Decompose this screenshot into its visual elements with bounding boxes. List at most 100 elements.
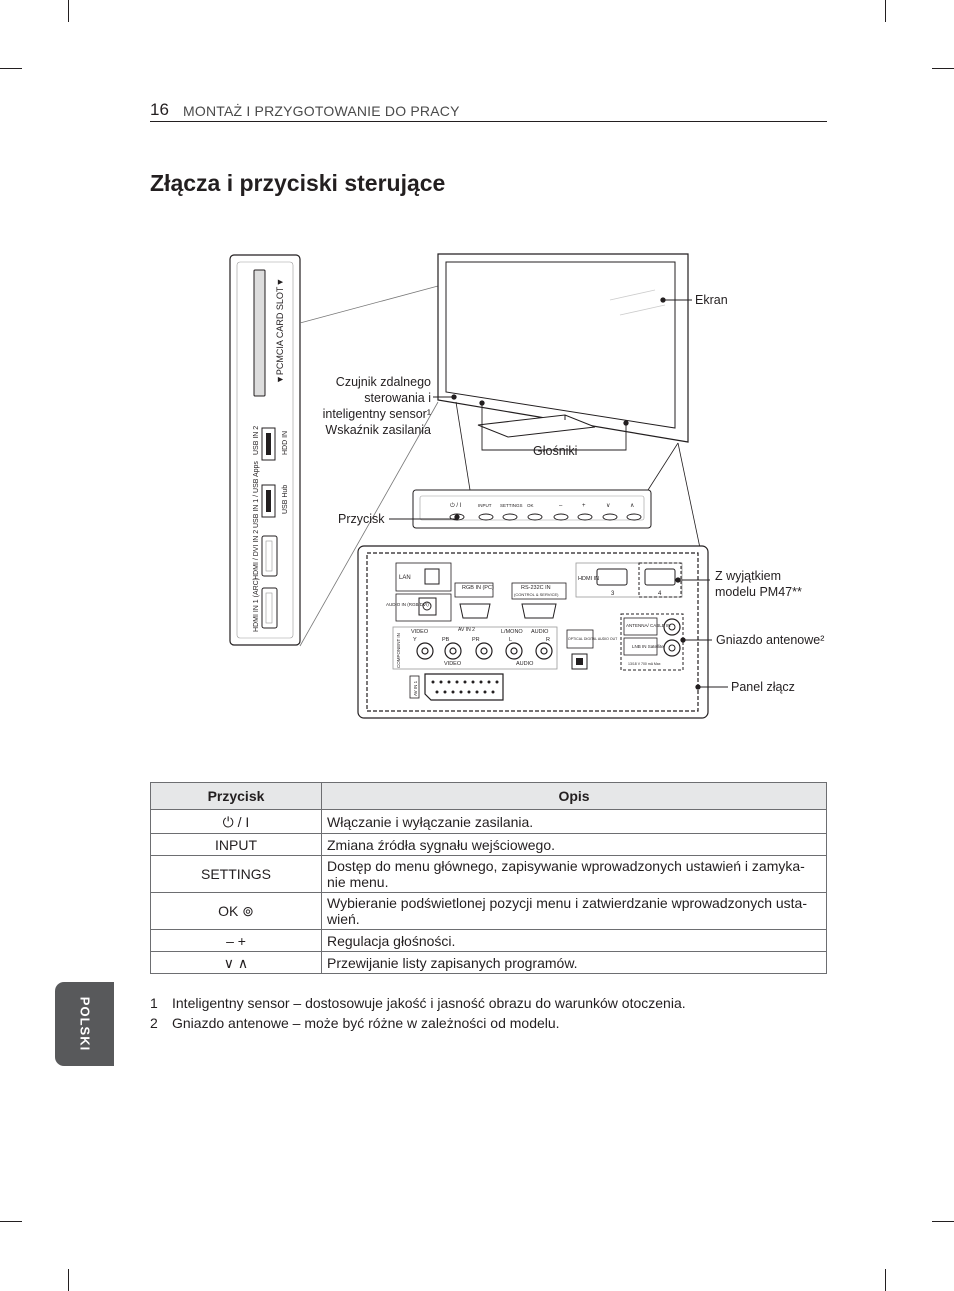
settings-button-label: SETTINGS (500, 503, 523, 508)
except-label-line: Z wyjątkiem (715, 569, 781, 583)
up-button-label: ∧ (630, 503, 634, 509)
connector-panel-label: Panel złącz (731, 680, 795, 694)
antenna-port (663, 618, 681, 636)
table-row: ⏻ / I Włączanie i wyłączanie zasilania. (150, 809, 827, 834)
lnb-label: LNB IN Satellite (632, 644, 664, 649)
sensor-label: Czujnik zdalnego sterowania i inteligent… (300, 374, 431, 438)
power-button-label: ⏻ / I (450, 502, 462, 509)
audio-in-label: AUDIO IN (RGB/DVI) (386, 602, 429, 607)
speakers-label: Głośniki (533, 444, 578, 458)
table-cell-desc: Zmiana źródła sygnału wejściowego. (321, 833, 827, 856)
table-cell-key: ⏻ / I (150, 809, 322, 834)
table-cell-key: OK ⊚ (150, 892, 322, 930)
rgb-port (459, 603, 491, 619)
table-cell-desc: Wybieranie podświetlonej pozycji menu i … (321, 892, 827, 930)
usb2-label: USB IN 2 (253, 426, 260, 455)
hdmi2-port (261, 535, 278, 577)
sensor-label-line: Czujnik zdalnego (335, 375, 431, 389)
button-description-table: Przycisk Opis ⏻ / I Włączanie i wyłączan… (150, 782, 827, 974)
crop-mark (68, 0, 69, 22)
sensor-label-line: sterowania i (364, 391, 431, 405)
table-row: SETTINGS Dostęp do menu głównego, zapisy… (150, 855, 827, 893)
table-row: INPUT Zmiana źródła sygnału wejściowego. (150, 833, 827, 856)
side-connector-panel: ▼PCMCIA CARD SLOT▼ USB IN 2 HDD IN USB I… (229, 254, 439, 647)
audio2-label: AUDIO (516, 661, 534, 667)
component-label: COMPONENT IN (396, 633, 401, 668)
table-cell-key: ∨ ∧ (150, 951, 322, 974)
video-label: VIDEO (411, 629, 429, 635)
hdd-label: HDD IN (282, 431, 289, 455)
crop-mark (885, 1269, 886, 1291)
table-cell-key: – + (150, 929, 322, 952)
table-header-row: Przycisk Opis (150, 782, 827, 810)
input-button-label: INPUT (478, 503, 492, 508)
crop-mark (885, 0, 886, 22)
hdmi4-port (644, 568, 676, 586)
lnb-port (663, 639, 681, 657)
language-tab-label: POLSKI (77, 996, 92, 1052)
rs232-port (521, 603, 557, 619)
page-title: Złącza i przyciski sterujące (150, 170, 446, 196)
table-row: – + Regulacja głośności. (150, 929, 827, 952)
lan-label: LAN (399, 575, 411, 581)
leader-lines (389, 297, 728, 690)
sensor-label-line: inteligentny sensor¹ (322, 407, 431, 421)
lan-port (395, 562, 452, 592)
tv-front (437, 253, 701, 549)
r-label: R (546, 637, 550, 643)
screen-label: Ekran (695, 293, 728, 307)
antenna-label: ANTENNA/ CABLE IN (626, 623, 671, 628)
table-header-button: Przycisk (150, 782, 322, 810)
sensor-label-line: Wskaźnik zasilania (325, 423, 431, 437)
except-model-label: Z wyjątkiem modelu PM47** (715, 568, 802, 600)
crop-mark (0, 68, 22, 69)
rgb-in-label: RGB IN (PC) (462, 585, 494, 591)
page-number: 16 (150, 100, 169, 119)
minus-button-label: – (559, 503, 563, 509)
optical-port (571, 653, 588, 670)
video2-label: VIDEO (444, 661, 462, 667)
table-cell-key: INPUT (150, 833, 322, 856)
table-header-description: Opis (321, 782, 827, 810)
lmono-label: L/MONO (501, 629, 523, 635)
usb2-port (261, 427, 276, 461)
ok-button-label: OK (527, 503, 534, 508)
optical-label: OPTICAL DIGITAL AUDIO OUT (568, 637, 618, 641)
usbhub-label: USB Hub (282, 485, 289, 514)
table-cell-desc: Dostęp do menu głównego, zapisywanie wpr… (321, 855, 827, 893)
hdmi3-port (596, 568, 628, 586)
y-label: Y (413, 637, 417, 643)
crop-mark (68, 1269, 69, 1291)
header-rule (150, 121, 827, 122)
av1-label: AV IN 1 (413, 680, 418, 696)
scart-port (424, 673, 504, 701)
pr-label: PR (472, 637, 480, 643)
language-tab: POLSKI (55, 982, 114, 1066)
pcmcia-label: ▼PCMCIA CARD SLOT▼ (275, 278, 285, 384)
hdmi-in-label: HDMI IN (578, 576, 599, 582)
tv-connector-diagram: ▼PCMCIA CARD SLOT▼ USB IN 2 HDD IN USB I… (229, 253, 728, 719)
table-cell-key: SETTINGS (150, 855, 322, 893)
crop-mark (932, 68, 954, 69)
crop-mark (932, 1221, 954, 1222)
footnote-number: 1 (150, 995, 158, 1011)
rs232-sub-label: (CONTROL & SERVICE) (514, 592, 559, 597)
pb-label: PB (442, 637, 450, 643)
plus-button-label: + (582, 503, 586, 509)
hdmi1-label: HDMI IN 1 (ARC) (253, 578, 260, 632)
section-title: MONTAŻ I PRZYGOTOWANIE DO PRACY (183, 103, 460, 119)
footnote-text: Gniazdo antenowe – może być różne w zale… (172, 1015, 560, 1031)
table-row: OK ⊚ Wybieranie podświetlonej pozycji me… (150, 892, 827, 930)
button-label: Przycisk (338, 512, 385, 526)
av2-label: AV IN 2 (458, 627, 475, 633)
table-row: ∨ ∧ Przewijanie listy zapisanych program… (150, 951, 827, 974)
hdmi2-label: HDMI / DVI IN 2 (253, 530, 260, 580)
hdmi1-port (261, 587, 278, 629)
hdmi4-label: 4 (658, 591, 662, 597)
usb1-label: USB IN 1 / USB Apps (253, 461, 260, 528)
antenna-socket-label: Gniazdo antenowe² (716, 633, 825, 647)
l-label: L (509, 637, 512, 643)
